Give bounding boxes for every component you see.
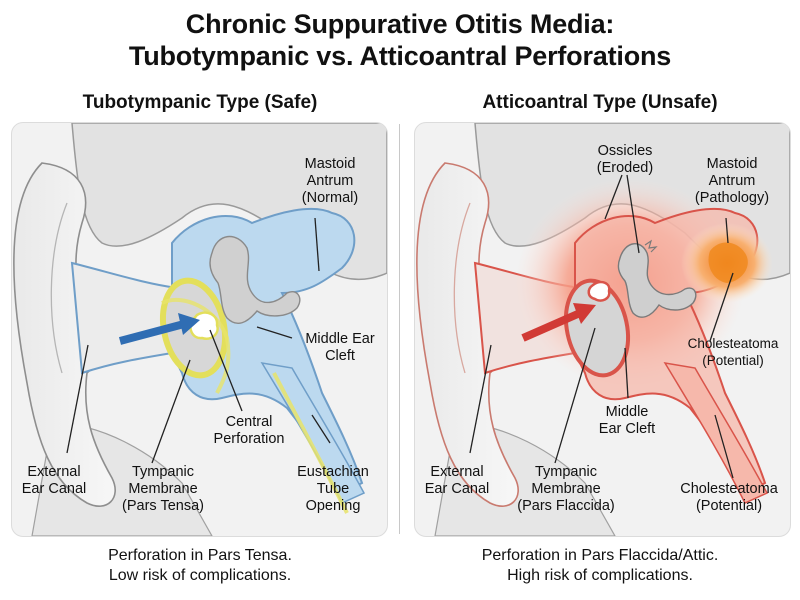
eustachian-tube	[663, 361, 769, 504]
auricle	[416, 162, 519, 507]
label-ossicles-eroded: Ossicles (Eroded)	[596, 143, 654, 176]
label-external-ear-canal: External Ear Canal	[424, 464, 490, 497]
label-mastoid-normal: Mastoid Antrum (Normal)	[301, 156, 359, 206]
unsafe-ear-panel: Ossicles (Eroded) Mastoid Antrum (Pathol…	[414, 122, 791, 537]
label-external-ear-canal: External Ear Canal	[21, 464, 87, 497]
label-cholesteatoma-lower: Cholesteatoma (Potential)	[680, 481, 778, 514]
label-eustachian-tube: Eustachian Tube Opening	[297, 464, 369, 514]
eroded-ossicles	[617, 243, 697, 318]
safe-ear-panel: Mastoid Antrum (Normal) Middle Ear Cleft…	[11, 122, 388, 537]
safe-ear-illustration	[13, 123, 387, 536]
unsafe-ear-illustration	[416, 123, 790, 536]
central-perforation	[189, 311, 219, 340]
label-cholesteatoma-upper: Cholesteatoma (Potential)	[687, 336, 779, 368]
attic-perforation	[587, 280, 611, 302]
label-central-perforation: Central Perforation	[213, 414, 285, 447]
label-tympanic-membrane: Tympanic Membrane (Pars Tensa)	[122, 464, 204, 514]
unsafe-type-heading: Atticoantral Type (Unsafe)	[482, 92, 718, 113]
panel-divider	[399, 124, 400, 534]
ossicles	[209, 235, 301, 325]
unsafe-caption: Perforation in Pars Flaccida/Attic. High…	[481, 547, 719, 584]
auricle	[13, 162, 116, 507]
safe-caption: Perforation in Pars Tensa. Low risk of c…	[108, 547, 292, 584]
label-mastoid-pathology: Mastoid Antrum (Pathology)	[694, 156, 770, 206]
label-middle-ear-cleft: Middle Ear Cleft	[598, 404, 656, 437]
safe-type-heading: Tubotympanic Type (Safe)	[82, 92, 318, 113]
label-middle-ear-cleft: Middle Ear Cleft	[305, 331, 375, 364]
label-tympanic-membrane: Tympanic Membrane (Pars Flaccida)	[517, 464, 615, 514]
diagram-title: Chronic Suppurative Otitis Media: Tuboty…	[128, 9, 672, 71]
perforation-arrow	[118, 320, 186, 345]
